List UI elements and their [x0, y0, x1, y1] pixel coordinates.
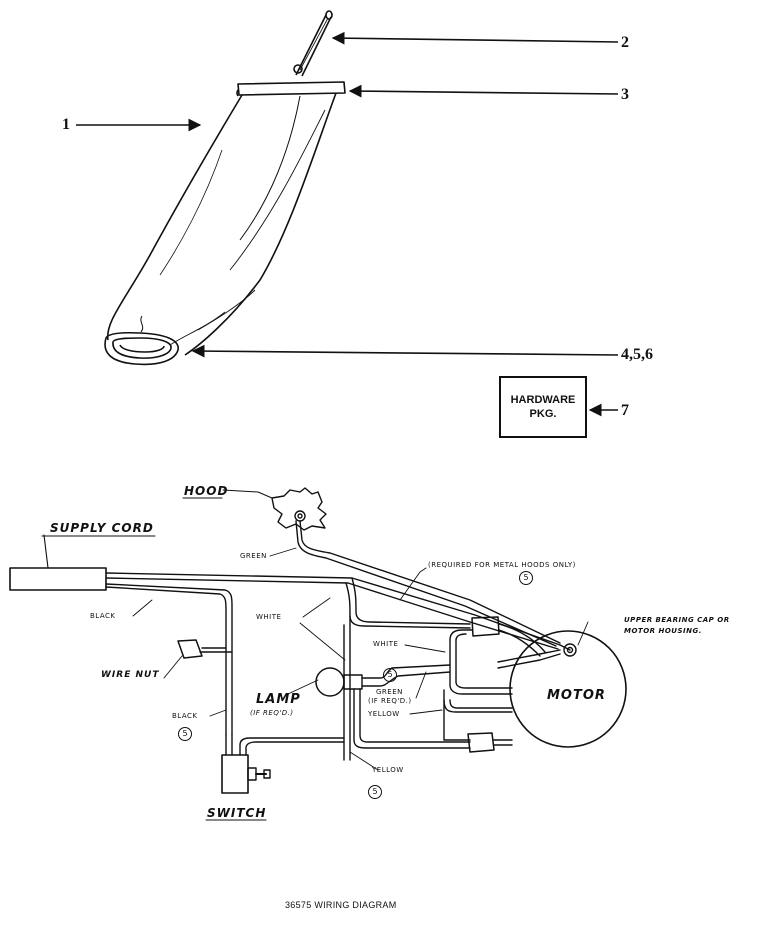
wiring-diagram	[9, 487, 627, 821]
label-black-cord: BLACK	[90, 612, 116, 620]
bag-top-clamp	[236, 81, 346, 97]
label-white-center: WHITE	[256, 613, 282, 621]
upper-bearing-cap	[563, 643, 577, 657]
label-green-right: GREEN	[376, 688, 403, 696]
lamp-bulb	[315, 667, 345, 697]
callout-1: 1	[62, 116, 70, 133]
diagram-caption: 36575 WIRING DIAGRAM	[285, 900, 397, 910]
label-yellow-right: YELLOW	[368, 710, 400, 718]
bag-hanger-hook	[293, 10, 333, 77]
label-yellow-bottom: YELLOW	[372, 766, 404, 774]
label-green-right-note: (IF REQ'D.)	[368, 697, 412, 705]
switch-body	[221, 754, 249, 794]
callout-4-5-6: 4,5,6	[621, 346, 653, 363]
label-green-hood: GREEN	[240, 552, 267, 560]
callout-arrow-456	[191, 344, 619, 358]
label-lamp: LAMP	[256, 692, 301, 707]
label-upper-bearing-2: MOTOR HOUSING.	[624, 627, 702, 635]
supply-cord-plug	[9, 567, 107, 591]
switch-knob	[247, 767, 257, 781]
wire-nut	[177, 639, 203, 659]
label-hood: HOOD	[184, 484, 229, 498]
hardware-box-line1: HARDWARE	[510, 394, 576, 406]
hardware-box-line2: PKG.	[529, 408, 557, 420]
circled-5-black: 5	[178, 727, 192, 741]
bag-illustration	[104, 10, 346, 366]
circled-5-required: 5	[519, 571, 533, 585]
bag-bottom-collar	[104, 331, 179, 366]
hood-ground-screw	[294, 510, 306, 522]
callout-7: 7	[621, 402, 629, 419]
lamp-socket	[343, 674, 363, 690]
label-wire-nut: WIRE NUT	[101, 670, 160, 680]
label-upper-bearing-1: UPPER BEARING CAP OR	[624, 616, 730, 624]
label-supply-cord: SUPPLY CORD	[50, 521, 154, 535]
label-lamp-note: (IF REQ'D.)	[250, 709, 294, 717]
callout-arrow-2	[331, 31, 619, 45]
motor-housing	[509, 630, 627, 748]
label-black-lower: BLACK	[172, 712, 198, 720]
connector-yellow	[467, 732, 495, 753]
callout-3: 3	[621, 86, 629, 103]
hardware-package-box: HARDWARE PKG.	[499, 376, 587, 438]
callout-arrows	[76, 31, 619, 417]
label-motor: MOTOR	[547, 688, 606, 703]
hood-outline	[271, 487, 327, 531]
label-required-note: (REQUIRED FOR METAL HOODS ONLY)	[428, 561, 576, 569]
callout-arrow-3	[348, 84, 619, 98]
circled-5-yellow: 5	[368, 785, 382, 799]
bag-body	[106, 92, 337, 356]
label-switch: SWITCH	[207, 806, 267, 820]
callout-2: 2	[621, 34, 629, 51]
label-white-right: WHITE	[373, 640, 399, 648]
circled-5-green: 5	[383, 668, 397, 682]
